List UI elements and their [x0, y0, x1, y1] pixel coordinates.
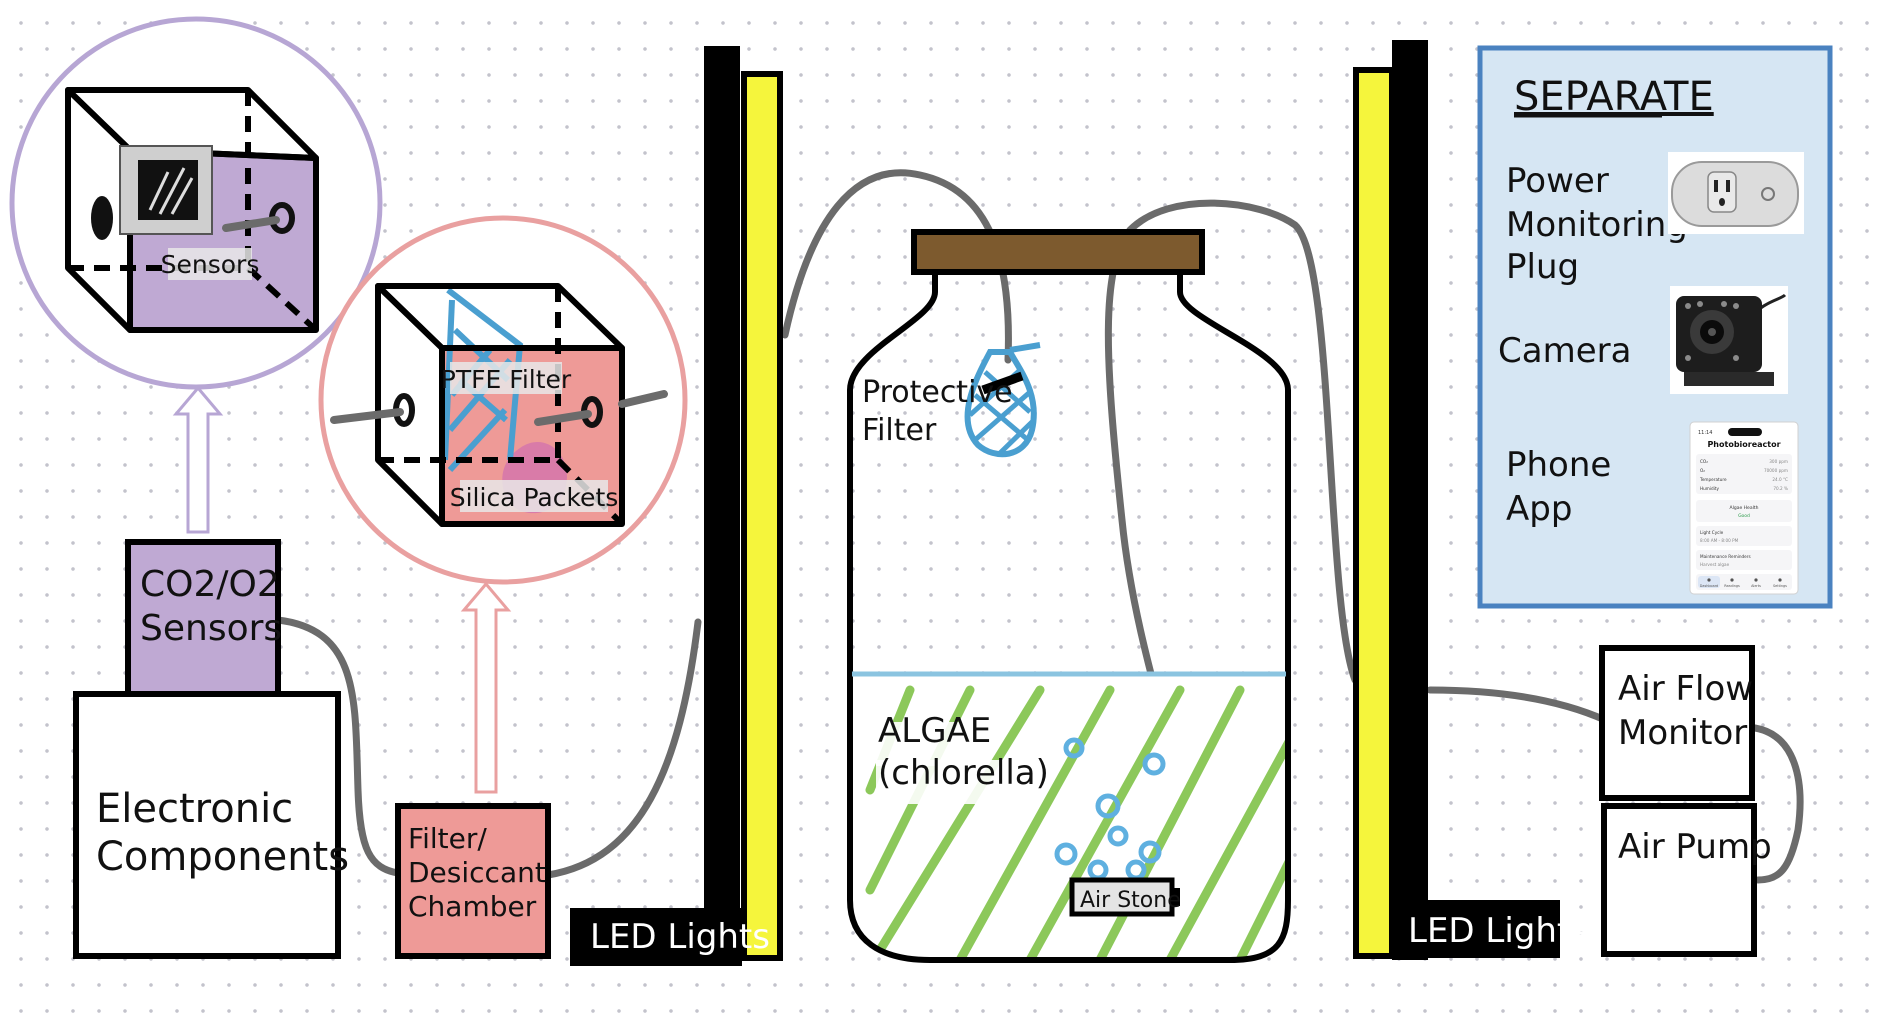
- power-label-line3: Plug: [1506, 247, 1579, 287]
- co2-o2-label-line1: CO2/O2: [140, 564, 280, 605]
- phone-light-value: 8:00 AM - 8:00 PM: [1700, 538, 1739, 543]
- separate-title: SEPARATE: [1514, 74, 1714, 120]
- ptfe-filter-label: PTFE Filter: [441, 365, 572, 394]
- phone-nav-item[interactable]: Alerts: [1751, 584, 1761, 588]
- filter-label-line1: Filter/: [408, 822, 487, 855]
- algae-label-line1: ALGAE: [878, 711, 991, 751]
- air-stone-label: Air Stone: [1080, 888, 1181, 913]
- protective-filter-label-line1: Protective: [862, 375, 1013, 410]
- air-flow-label-line1: Air Flow: [1618, 669, 1753, 709]
- co2-o2-label-line2: Sensors: [140, 608, 282, 649]
- led-strip-right: [1356, 70, 1392, 956]
- camera-label: Camera: [1498, 331, 1631, 371]
- phone-light-label: Light Cycle: [1700, 530, 1724, 535]
- power-label-line1: Power: [1506, 161, 1609, 201]
- phone-row-value: 300 ppm: [1769, 459, 1788, 464]
- protective-filter-label-line2: Filter: [862, 413, 937, 448]
- phone-nav-item[interactable]: Dashboard: [1700, 584, 1718, 588]
- sensor-inset: Sensors: [12, 19, 380, 387]
- jar-lid: [914, 232, 1202, 272]
- phone-row-value: 70.2 %: [1773, 486, 1788, 491]
- phone-row-value: 24.0 °C: [1772, 477, 1788, 482]
- phone-label-line1: Phone: [1506, 445, 1611, 485]
- phone-health-label: Algae Health: [1730, 505, 1759, 511]
- separate-panel: SEPARATE Power Monitoring Plug Camera Ph…: [1480, 48, 1830, 606]
- led-lights-right-label: LED Lights: [1408, 911, 1588, 951]
- phone-row-label: Temperature: [1699, 477, 1727, 482]
- phone-nav-item[interactable]: Readings: [1724, 584, 1740, 588]
- tube-filter-to-led: [548, 622, 698, 875]
- phone-label-line2: App: [1506, 489, 1572, 529]
- air-pump-label: Air Pump: [1618, 827, 1772, 867]
- phone-row-label: Humidity: [1700, 486, 1720, 491]
- algae-jar: Protective Filter ALGAE (chlorella) Air …: [850, 232, 1290, 972]
- algae-label-line2: (chlorella): [878, 753, 1049, 793]
- phone-maint-label: Maintenance Reminders: [1700, 554, 1751, 559]
- phone-row-label: O₂: [1700, 468, 1705, 473]
- phone-app-title: Photobioreactor: [1707, 440, 1780, 449]
- tube-led-to-airflow: [1430, 690, 1605, 720]
- sensors-inset-label: Sensors: [161, 250, 260, 279]
- arrow-to-sensor-inset: [176, 388, 220, 532]
- phone-health-value: Good: [1738, 513, 1750, 519]
- phone-time: 11:14: [1698, 430, 1712, 436]
- electronic-label-line2: Components: [96, 834, 349, 880]
- air-flow-label-line2: Monitor: [1618, 713, 1747, 753]
- filter-label-line3: Chamber: [408, 890, 537, 923]
- camera-device-icon: [1670, 286, 1788, 394]
- arrow-to-filter-inset: [464, 584, 508, 792]
- phone-app-screenshot: 11:14 Photobioreactor CO₂ 300 ppm O₂ 700…: [1690, 422, 1798, 594]
- power-plug-icon: [1668, 152, 1804, 234]
- filter-inset: PTFE Filter Silica Packets: [321, 218, 685, 582]
- sensor-port-icon: [91, 196, 113, 240]
- led-lights-left-label: LED Lights: [590, 917, 770, 957]
- electronic-label-line1: Electronic: [96, 786, 293, 832]
- phone-row-value: 70000 ppm: [1764, 468, 1788, 473]
- power-label-line2: Monitoring: [1506, 205, 1688, 245]
- phone-row-label: CO₂: [1700, 459, 1708, 464]
- filter-label-line2: Desiccant: [408, 856, 546, 889]
- sensor-chip-icon: [138, 160, 198, 220]
- led-strip-left: [744, 74, 780, 958]
- silica-packets-label: Silica Packets: [450, 483, 619, 512]
- phone-nav-item[interactable]: Settings: [1773, 584, 1787, 588]
- phone-maint-value: Harvest algae: [1700, 562, 1730, 567]
- phone-notch: [1728, 428, 1762, 436]
